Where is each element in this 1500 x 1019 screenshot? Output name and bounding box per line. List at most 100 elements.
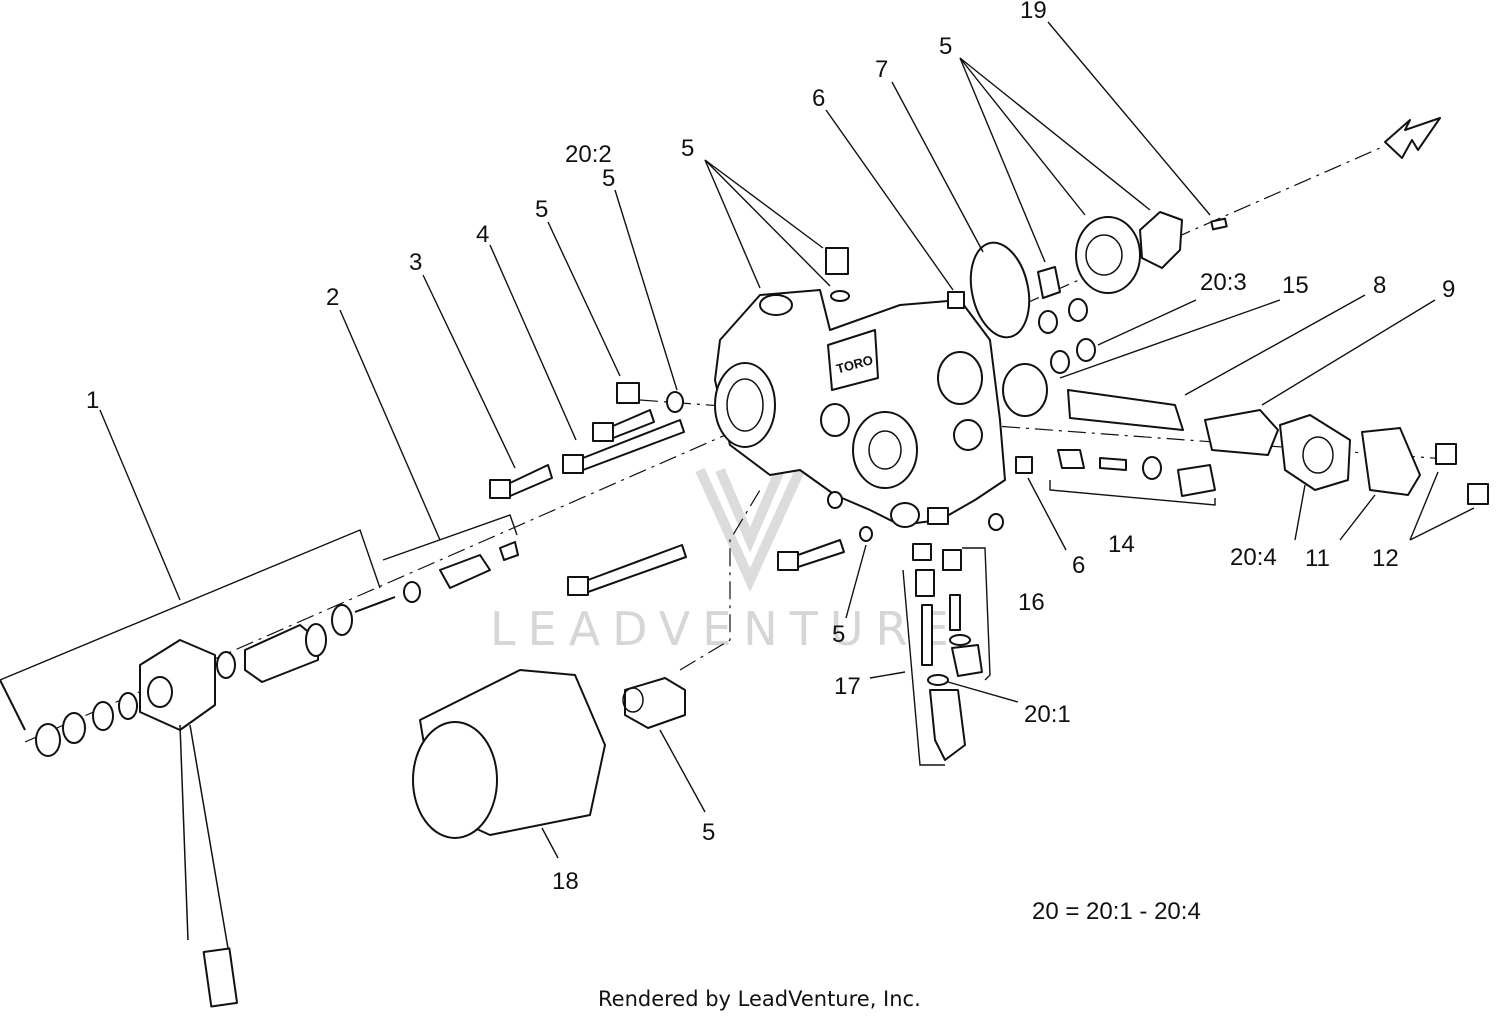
stack-16-o-ring (949, 634, 971, 646)
top-washer (830, 290, 850, 302)
housing-port-center (852, 411, 918, 489)
callout-labels: 1 2 3 4 5 20:2 5 5 6 7 5 19 20:3 15 8 9 … (86, 0, 1455, 895)
pin (354, 596, 396, 613)
callout-16: 16 (1018, 589, 1045, 616)
spring (499, 541, 519, 561)
leader-5b (614, 189, 678, 391)
part-19-key (1210, 217, 1228, 231)
part-1-solenoid-assembly (0, 529, 381, 1008)
leader-11 (1339, 494, 1376, 541)
valve-spool (244, 624, 319, 683)
housing-top-port (759, 294, 793, 316)
bolt-shank-4b (612, 409, 655, 439)
part-2-cartridge (354, 514, 519, 613)
pump-o-ring-a (1038, 310, 1058, 334)
leader-4 (489, 244, 577, 441)
part-18-filter (412, 669, 606, 839)
check-spring (1099, 457, 1127, 471)
callout-6b: 6 (1072, 552, 1085, 579)
stack-17-spring (921, 604, 933, 666)
bracket-2 (382, 514, 518, 561)
sleeve-bushing (1037, 266, 1061, 299)
callout-3: 3 (409, 249, 422, 276)
leader-12-a (1409, 471, 1439, 541)
callout-6a: 6 (812, 85, 825, 112)
valve-body: TORO (714, 289, 1006, 528)
stack-17-o-ring (927, 674, 949, 686)
part-11-cover (1361, 427, 1421, 496)
part-12-bolt-a (1435, 443, 1457, 465)
housing-port-right (937, 351, 983, 405)
stack-16-spring (949, 594, 961, 631)
lower-bolt-head-a (567, 576, 589, 596)
solenoid-nut (35, 723, 61, 757)
pump-o-ring-b (1068, 298, 1088, 322)
callout-8: 8 (1373, 272, 1386, 299)
leader-3 (422, 274, 516, 469)
gasket-bore (1302, 436, 1334, 474)
callout-4: 4 (476, 221, 489, 248)
direction-arrow-icon (1384, 117, 1441, 159)
spool-nut (305, 623, 327, 657)
filter-axis-line (679, 489, 761, 671)
lower-bolt-head-b (777, 551, 799, 571)
housing-port-center-inner (868, 430, 902, 470)
housing-bottom-plug (927, 507, 949, 525)
part-12-bolt-b (1467, 483, 1489, 505)
stack-16-fitting (942, 549, 962, 571)
callout-9: 9 (1442, 276, 1455, 303)
gerotor-outer-bore (1085, 234, 1123, 276)
leader-1 (99, 409, 181, 601)
leader-5f (659, 729, 706, 813)
spacer-ring (216, 651, 236, 679)
pump-o-ring-d (1076, 338, 1096, 362)
coil-wire-a (179, 724, 189, 941)
washer (92, 701, 114, 731)
leader-lines (99, 21, 1475, 859)
part-9-sleeve (1204, 409, 1279, 456)
check-plug (1177, 464, 1216, 497)
leader-17 (869, 671, 906, 679)
leader-8 (1184, 294, 1366, 396)
check-o-ring (1142, 456, 1162, 480)
plug-fittings (616, 247, 850, 413)
callout-18: 18 (552, 868, 579, 895)
bracket-14 (1049, 480, 1216, 506)
wire-connector (202, 947, 239, 1008)
bolt-head-3 (489, 479, 511, 499)
leader-5a (547, 221, 621, 377)
callout-15: 15 (1282, 272, 1309, 299)
housing-port-left (714, 362, 776, 448)
callout-19: 19 (1020, 0, 1047, 24)
leader-7 (891, 81, 984, 253)
bolt-shank-4 (582, 419, 685, 471)
leader-20-3 (1097, 299, 1197, 346)
adapter-bore (622, 687, 644, 713)
part-4-bolt (562, 409, 685, 474)
coil-wire-b (189, 724, 231, 961)
watermark-text: LEADVENTURE (490, 602, 961, 656)
top-plug (825, 247, 849, 275)
footer-credit: Rendered by LeadVenture, Inc. (598, 987, 921, 1011)
pump-o-ring-c (1050, 350, 1070, 374)
leader-5d-b (959, 57, 1086, 216)
callout-5d: 5 (939, 33, 952, 60)
o-ring (118, 692, 138, 720)
leader-20-4 (1294, 484, 1306, 541)
valve-body-housing (714, 289, 1006, 526)
leader-5c-b (704, 159, 824, 249)
leader-5d-a (959, 57, 1046, 263)
leader-12-b (1409, 507, 1475, 541)
leader-20-1 (947, 681, 1019, 703)
callout-20-3: 20:3 (1200, 269, 1247, 296)
lower-washer (859, 526, 873, 542)
stack-17-plug (929, 689, 966, 761)
housing-port-relief (953, 419, 983, 451)
stack-17-fitting (912, 543, 932, 561)
callout-12: 12 (1372, 545, 1399, 572)
housing-port-lower (820, 403, 850, 437)
callout-7: 7 (875, 56, 888, 83)
stack-16-plug (951, 644, 983, 677)
part-8-spring (1067, 389, 1184, 431)
